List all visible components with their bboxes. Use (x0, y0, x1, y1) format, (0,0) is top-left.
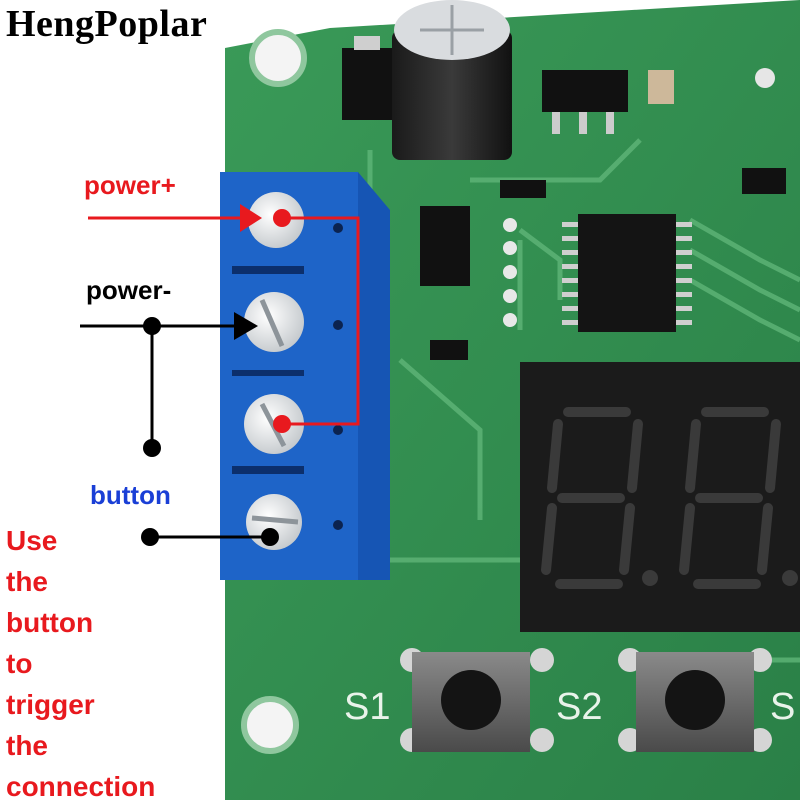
chip-pins (562, 222, 692, 325)
note-line: connection (6, 771, 156, 802)
capacitor-vent (420, 5, 484, 55)
mounting-hole (755, 68, 775, 88)
terminal-dividers (232, 266, 304, 474)
silkscreen-s3: S (770, 686, 796, 728)
wire-power-minus (80, 324, 236, 448)
capacitor-body (392, 30, 512, 160)
optocoupler (420, 206, 470, 286)
mounting-hole (249, 29, 307, 87)
terminal-holes (333, 223, 343, 530)
note-line: to (6, 648, 33, 679)
dot-power-plus-return (273, 415, 291, 433)
dot-button-start (141, 528, 159, 546)
dot-button-end (261, 528, 279, 546)
brand-watermark: HengPoplar (6, 3, 208, 45)
label-power-minus: power- (86, 275, 172, 305)
wire-power-plus (88, 216, 360, 426)
note-line: trigger (6, 689, 95, 720)
silkscreen-s2: S2 (556, 686, 603, 728)
display-digit (541, 407, 781, 589)
label-power-plus: power+ (84, 170, 176, 200)
tactile-button-s1 (400, 648, 554, 752)
dot-power-minus-junction (143, 317, 161, 335)
regulator-pin (606, 112, 614, 134)
mounting-hole (241, 696, 299, 754)
note-line: button (6, 607, 94, 638)
dot-power-minus-end (143, 439, 161, 457)
smd-resistor (648, 70, 674, 104)
arrow-power-plus (240, 204, 262, 232)
note-line: Use (6, 525, 58, 556)
note-line: the (6, 566, 48, 597)
tactile-button-s2 (618, 648, 772, 752)
transistor-tab (354, 36, 380, 50)
regulator-pin (552, 112, 560, 134)
display-decimal-point (642, 570, 658, 586)
header-pads (503, 218, 517, 327)
display-decimal-point (782, 570, 798, 586)
regulator-pin (579, 112, 587, 134)
note-line: the (6, 730, 48, 761)
silkscreen-s1: S1 (344, 686, 391, 728)
arrow-power-minus (234, 312, 258, 340)
microcontroller-chip (578, 214, 676, 332)
smd-part (742, 168, 786, 194)
transistor (342, 48, 392, 120)
label-button: button (90, 480, 171, 510)
smd-part (500, 180, 546, 198)
regulator (542, 70, 628, 112)
instruction-note: Use the button to trigger the connection (6, 520, 155, 807)
dot-power-plus (273, 209, 291, 227)
smd-diode (430, 340, 468, 360)
